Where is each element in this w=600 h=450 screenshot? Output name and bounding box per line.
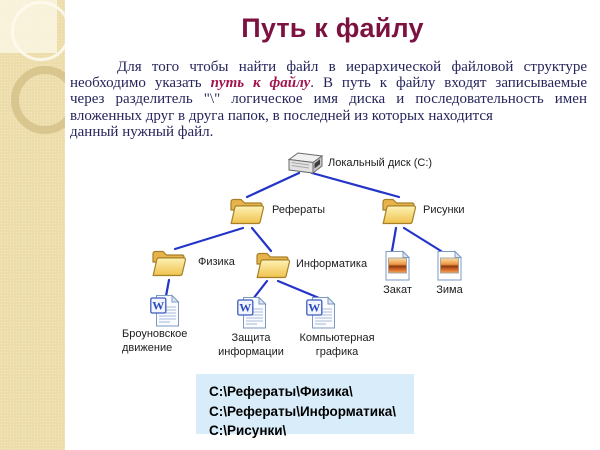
svg-text:W: W [152, 299, 164, 313]
folder-icon-informatika [255, 248, 291, 282]
hard-disk-icon [287, 150, 325, 177]
connector-line [173, 226, 245, 251]
folder-label-informatika: Информатика [296, 258, 368, 270]
path-line: C:\Рефераты\Информатика\ [209, 403, 397, 419]
connector-line [276, 279, 321, 300]
connector-line [164, 278, 171, 298]
image-file-icon-zima [437, 250, 463, 281]
file-label-zakat: Закат [383, 284, 412, 296]
paths-box: C:\Рефераты\Физика\ C:\Рефераты\Информат… [196, 374, 414, 438]
paragraph-line: через разделитель "\" логическое имя дис… [70, 91, 587, 108]
decorative-circle [11, 1, 65, 61]
word-file-icon-zashchita: W [237, 296, 267, 329]
connector-line [245, 171, 301, 199]
disk-label: Локальный диск (C:) [328, 157, 433, 169]
folder-icon-risunki [381, 194, 417, 228]
path-line: C:\Рефераты\Физика\ [209, 384, 353, 399]
connector-line [390, 226, 398, 253]
svg-text:W: W [239, 301, 251, 315]
paragraph-line: данный нужный файл. [70, 123, 214, 140]
file-label-brownian: Броуновское движение [122, 328, 188, 354]
folder-icon-fizika [151, 246, 187, 280]
decorative-sidebar [0, 0, 65, 450]
connector-line [250, 226, 273, 253]
paragraph-line: необходимо указать путь к файлу. В путь … [70, 75, 587, 91]
paragraph-text: необходимо указать [70, 75, 211, 92]
folder-label-fizika: Физика [198, 256, 235, 268]
slide-title: Путь к файлу [241, 13, 424, 43]
body-paragraph: Для того чтобы найти файл в иерархическо… [70, 59, 587, 140]
folder-icon-referaty [229, 194, 265, 228]
accent-phrase: путь к файлу [210, 75, 311, 92]
folder-label-referaty: Рефераты [272, 204, 326, 216]
path-line: C:\Рисунки\ [209, 423, 287, 438]
connector-line [402, 226, 443, 253]
file-label-zima: Зима [436, 284, 463, 296]
paragraph-line: Для того чтобы найти файл в иерархическо… [117, 59, 587, 75]
paragraph-line: вложенных друг в друга папок, в последне… [70, 107, 493, 124]
word-file-icon-grafika: W [306, 296, 336, 329]
image-file-icon-zakat [385, 250, 411, 281]
connector-line [310, 171, 401, 199]
connector-line [251, 279, 269, 301]
file-label-grafika: Компьютерная графика [299, 332, 375, 358]
decorative-ring [11, 66, 65, 134]
file-label-zashchita: Защита информации [218, 332, 284, 358]
word-file-icon-brownian: W [150, 294, 180, 327]
folder-label-risunki: Рисунки [423, 204, 465, 216]
paragraph-text: . В путь к файлу входят записываемые [310, 75, 587, 92]
svg-text:W: W [308, 301, 320, 315]
